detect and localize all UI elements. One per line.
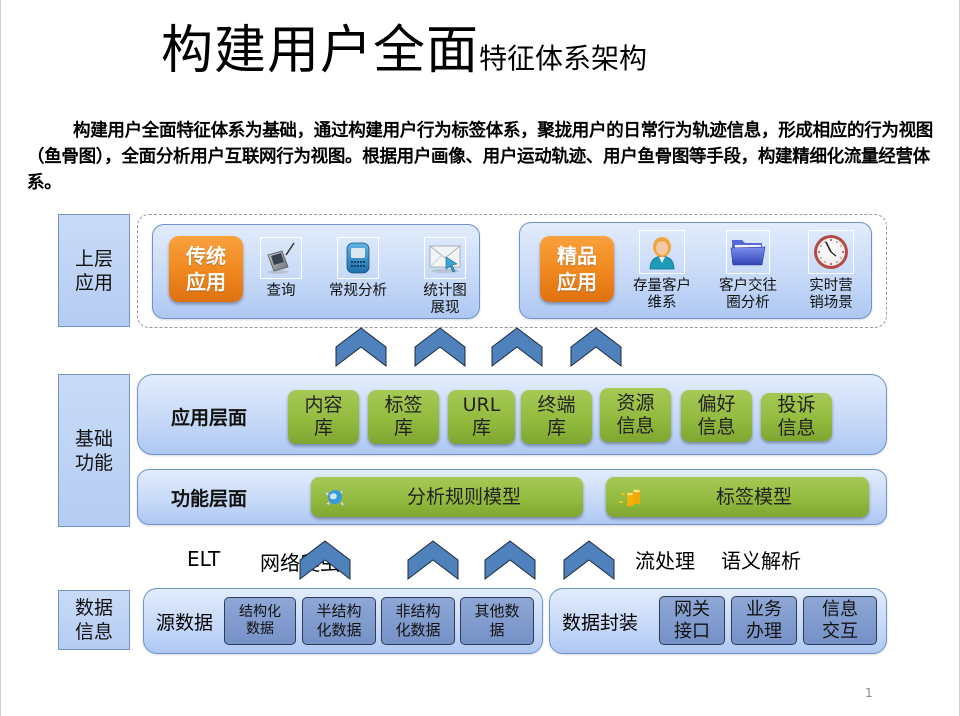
app-item-label: 常规分析 — [329, 283, 387, 299]
app-item-label: 统计图 展现 — [423, 283, 467, 316]
source-data-item-structured[interactable]: 结构化 数据 — [224, 597, 296, 645]
app-item-query[interactable]: 查询 — [253, 237, 309, 300]
function-item-analysis-rule-model[interactable]: 分析规则模型 — [311, 477, 583, 517]
app-item-label: 存量客户 维系 — [633, 278, 691, 311]
function-item-label: 分析规则模型 — [407, 485, 522, 508]
up-chevron-icon — [335, 327, 387, 367]
smartphone-icon — [337, 237, 379, 279]
up-chevron-icon — [299, 540, 351, 580]
application-layer-heading: 应用层面 — [171, 407, 248, 429]
app-item-label: 查询 — [266, 283, 296, 299]
globe-gear-icon — [323, 486, 347, 508]
title-main: 构建用户全面 — [161, 21, 480, 81]
process-label-stream-processing: 流处理 — [635, 549, 695, 573]
source-data-item-semi-structured[interactable]: 半结构 化数据 — [302, 597, 376, 645]
up-chevron-icon — [563, 540, 615, 580]
clock-icon — [808, 230, 854, 274]
app-layer-item-terminal-lib[interactable]: 终端 库 — [521, 390, 592, 444]
process-label-elt: ELT — [187, 547, 221, 571]
data-packaging-heading: 数据封装 — [562, 612, 639, 634]
app-layer-item-url-lib[interactable]: URL 库 — [448, 390, 515, 444]
up-chevron-icon — [407, 540, 459, 580]
premium-apps-button[interactable]: 精品 应用 — [540, 236, 614, 302]
up-chevron-icon — [414, 327, 466, 367]
source-data-heading: 源数据 — [156, 612, 214, 634]
app-layer-item-content-lib[interactable]: 内容 库 — [288, 390, 359, 444]
traditional-apps-button[interactable]: 传统 应用 — [169, 236, 243, 302]
app-item-realtime-marketing[interactable]: 实时营 销场景 — [797, 230, 865, 312]
pda-stylus-icon — [260, 237, 302, 279]
app-item-label: 客户交往 圈分析 — [719, 278, 777, 311]
function-layer-heading: 功能层面 — [171, 488, 248, 510]
layer-label-data-info: 数据 信息 — [58, 590, 130, 650]
up-chevron-icon — [491, 327, 543, 367]
slide-title: 构建用户全面特征体系架构 — [161, 8, 647, 83]
app-layer-item-tag-lib[interactable]: 标签 库 — [368, 390, 439, 444]
layer-label-upper-apps: 上层 应用 — [58, 214, 130, 327]
envelope-cursor-icon — [424, 237, 466, 279]
source-data-item-other[interactable]: 其他数 据 — [460, 597, 534, 645]
app-item-regular-analysis[interactable]: 常规分析 — [319, 237, 397, 300]
intro-paragraph: 构建用户全面特征体系为基础，通过构建用户行为标签体系，聚拢用户的日常行为轨迹信息… — [27, 121, 933, 193]
source-data-item-unstructured[interactable]: 非结构 化数据 — [381, 597, 455, 645]
gold-coins-icon — [618, 486, 644, 508]
app-layer-item-complaint-info[interactable]: 投诉 信息 — [761, 393, 832, 441]
app-layer-item-resource-info[interactable]: 资源 信息 — [600, 388, 671, 442]
app-item-customer-retention[interactable]: 存量客户 维系 — [625, 230, 699, 312]
page-number: 1 — [865, 686, 873, 700]
function-item-label: 标签模型 — [716, 485, 793, 508]
customer-person-icon — [639, 230, 685, 274]
data-packaging-item-gateway-interface[interactable]: 网关 接口 — [659, 596, 725, 645]
title-sub: 特征体系架构 — [479, 42, 648, 75]
data-packaging-item-info-exchange[interactable]: 信息 交互 — [803, 596, 877, 645]
data-packaging-item-business-handling[interactable]: 业务 办理 — [731, 596, 797, 645]
app-item-customer-circle-analysis[interactable]: 客户交往 圈分析 — [711, 230, 785, 312]
process-label-semantic-parsing: 语义解析 — [721, 549, 801, 573]
folder-icon — [726, 230, 770, 274]
up-chevron-icon — [570, 327, 622, 367]
function-item-tag-model[interactable]: 标签模型 — [606, 477, 869, 517]
app-layer-item-preference-info[interactable]: 偏好 信息 — [681, 390, 752, 442]
upper-apps-container — [137, 214, 887, 328]
up-chevron-icon — [484, 540, 536, 580]
layer-label-basic-functions: 基础 功能 — [58, 374, 130, 527]
app-item-label: 实时营 销场景 — [809, 278, 853, 311]
app-item-stat-chart-display[interactable]: 统计图 展现 — [413, 237, 477, 317]
